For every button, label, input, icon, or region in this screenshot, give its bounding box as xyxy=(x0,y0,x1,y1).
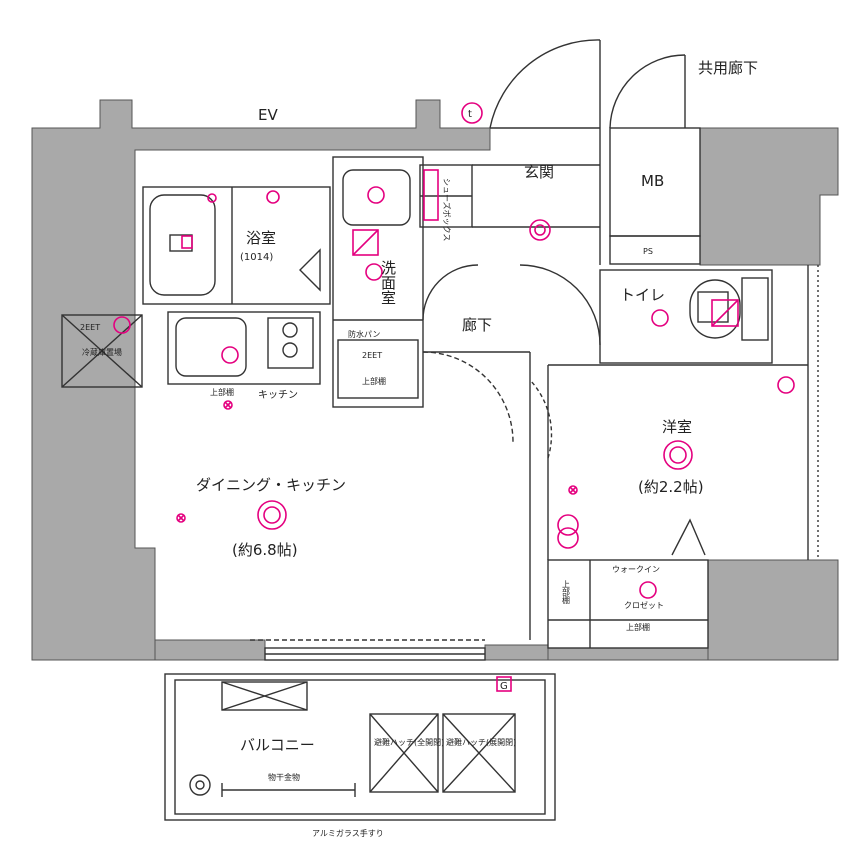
label-closet: クロゼット xyxy=(624,600,664,610)
label-ps: PS xyxy=(643,247,653,256)
label-bathroom: 浴室 xyxy=(246,229,276,247)
label-fridge: 冷蔵庫置場 xyxy=(82,347,122,357)
label-glass-rail: アルミガラス手すり xyxy=(312,828,384,838)
label-dining-kitchen: ダイニング・キッチン xyxy=(196,476,346,494)
label-dk-size: (約6.8帖) xyxy=(232,541,298,559)
label-hatch-2: 避難ハッチ(展開閉) xyxy=(446,737,516,747)
label-hatch-1: 避難ハッチ(全開閉) xyxy=(374,737,444,747)
label-balcony: バルコニー xyxy=(240,736,315,754)
label-waterproof-pan: 防水パン xyxy=(348,329,380,339)
label-toilet: トイレ xyxy=(620,286,665,304)
label-western-size: (約2.2帖) xyxy=(638,478,704,496)
label-shoes-box: シューズボックス xyxy=(442,178,452,241)
electrical-symbols xyxy=(113,102,795,692)
label-ev: EV xyxy=(258,106,278,124)
label-g-mark: G xyxy=(500,681,508,692)
label-upper-shelf-wash: 上部棚 xyxy=(362,376,386,386)
label-drying-rack: 物干金物 xyxy=(268,772,300,782)
walls xyxy=(31,99,839,661)
label-washroom: 洗面室 xyxy=(379,260,397,305)
label-corridor-common: 共用廊下 xyxy=(698,59,758,77)
label-t-mark: t xyxy=(468,109,472,120)
label-upper-shelf-closet: 上部棚 xyxy=(626,622,650,632)
label-feet-2: 2EET xyxy=(362,351,382,360)
label-western-room: 洋室 xyxy=(662,418,692,436)
label-feet-1: 2EET xyxy=(80,323,100,332)
label-upper-shelf-left: 上部棚 xyxy=(562,580,571,605)
label-upper-shelf-kitchen: 上部棚 xyxy=(210,387,234,397)
label-entrance: 玄関 xyxy=(524,163,554,181)
labels: 共用廊下 EV 玄関 MB PS シューズボックス 浴室 (1014) 洗面室 … xyxy=(80,59,758,838)
label-kitchen: キッチン xyxy=(258,389,298,401)
label-hallway: 廊下 xyxy=(462,316,492,334)
label-bathroom-size: (1014) xyxy=(240,252,273,263)
label-mb: MB xyxy=(641,172,664,190)
label-walkin-closet: ウォークイン xyxy=(612,565,660,574)
